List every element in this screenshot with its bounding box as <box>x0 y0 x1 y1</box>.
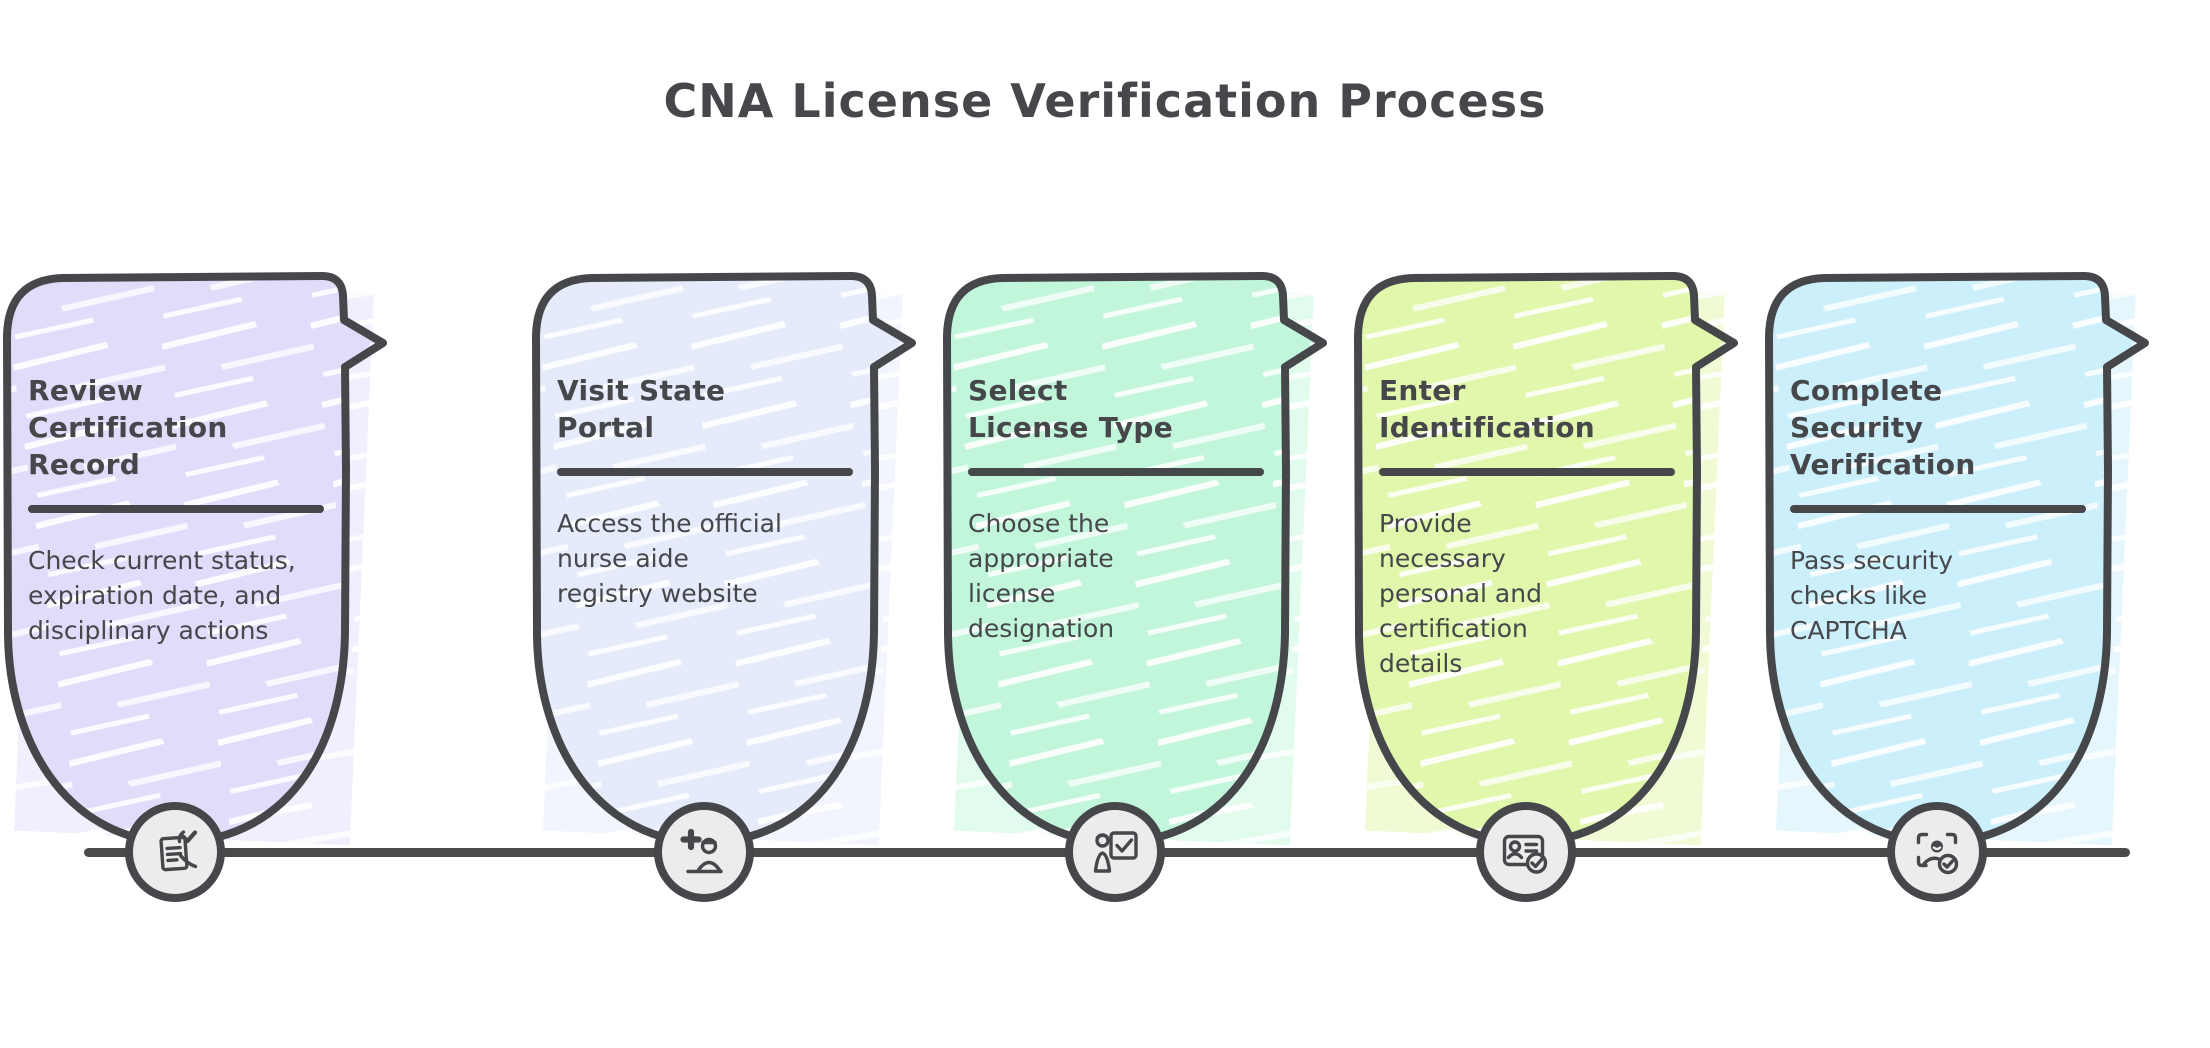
step-icon-badge <box>1065 802 1165 902</box>
step-icon-badge <box>125 802 225 902</box>
step-card-2: Select License Type Choose the appropria… <box>940 270 1335 930</box>
nurse-cross-icon <box>680 828 723 874</box>
document-review-check-icon <box>159 830 198 872</box>
step-description: Access the official nurse aide registry … <box>557 509 782 608</box>
trainer-board-check-icon <box>1093 831 1138 873</box>
step-description: Provide necessary personal and certifica… <box>1379 509 1542 678</box>
card-text: Review Certification Record Check curren… <box>28 372 324 648</box>
step-title: Visit State Portal <box>557 374 726 444</box>
card-shape <box>1765 272 2149 902</box>
id-card-check-icon <box>1502 834 1548 874</box>
card-shape <box>943 272 1327 902</box>
step-title: Enter Identification <box>1379 374 1595 444</box>
card-shape <box>1354 272 1738 902</box>
face-scan-check-icon <box>1916 832 1959 875</box>
card-text: Complete Security Verification Pass secu… <box>1790 372 2086 648</box>
step-description: Pass security checks like CAPTCHA <box>1790 546 1954 645</box>
step-card-5: Review Certification Record Check curren… <box>0 270 395 930</box>
card-text: Visit State Portal Access the official n… <box>557 372 853 611</box>
card-shape <box>3 272 387 902</box>
title-underline <box>1790 505 2086 513</box>
step-card-3: Enter Identification Provide necessary p… <box>1351 270 1746 930</box>
step-card-4: Complete Security Verification Pass secu… <box>1762 270 2157 930</box>
step-description: Check current status, expiration date, a… <box>28 546 296 645</box>
step-title: Complete Security Verification <box>1790 374 1976 481</box>
step-title: Select License Type <box>968 374 1174 444</box>
diagram-title: CNA License Verification Process <box>663 74 1547 128</box>
step-title: Review Certification Record <box>28 374 228 481</box>
card-text: Enter Identification Provide necessary p… <box>1379 372 1675 681</box>
step-description: Choose the appropriate license designati… <box>968 509 1115 643</box>
title-underline <box>557 468 853 476</box>
step-card-1: Visit State Portal Access the official n… <box>529 270 924 930</box>
card-shape <box>532 272 916 902</box>
title-underline <box>28 505 324 513</box>
title-underline <box>1379 468 1675 476</box>
card-text: Select License Type Choose the appropria… <box>968 372 1264 646</box>
title-underline <box>968 468 1264 476</box>
